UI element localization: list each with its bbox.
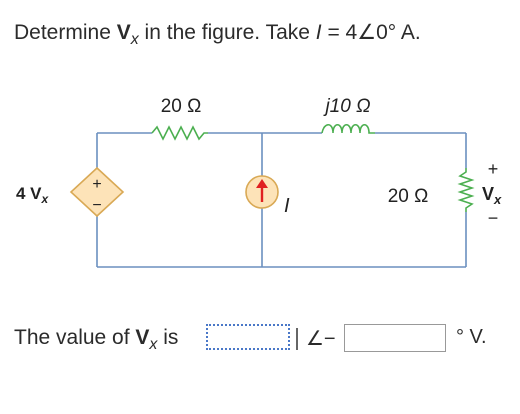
dependent-voltage-source [69,166,125,218]
vx-minus: − [488,208,499,228]
arrow-up-icon [256,179,268,202]
unit-label: ° V. [456,326,487,348]
resistor-1 [151,125,208,141]
angle-symbol: ∠− [306,328,336,350]
dep-source-label: 4 Vx [16,184,50,206]
answer-vx-symbol: V [135,326,150,349]
current-symbol: I [315,21,322,44]
question-prefix: Determine [14,21,117,44]
text-cursor [296,328,298,350]
question-middle: in the figure. Take [138,21,316,44]
dep-source-label-main: 4 V [16,184,42,203]
question-text: Determine Vx in the figure. Take I = 4∠0… [14,20,421,49]
vx-label-main: V [482,184,494,204]
vx-label: Vx [482,184,502,207]
inductor-label: j10 Ω [322,96,370,117]
resistor-1-label: 20 Ω [161,96,202,117]
answer-vx-subscript: x [149,336,158,353]
answer-label: The value of Vx is [14,326,178,354]
vx-symbol: V [116,21,131,44]
vx-subscript: x [130,31,139,48]
dep-source-label-sub: x [41,192,50,206]
vx-label-sub: x [493,192,502,207]
magnitude-input[interactable] [206,324,290,350]
answer-suffix: is [157,326,179,349]
resistor-2-label: 20 Ω [388,186,429,207]
question-equals: = 4∠0° A. [321,21,421,44]
dep-source-plus: + [92,176,101,193]
circuit-wires [96,132,467,268]
inductor [321,123,375,134]
dep-source-minus: − [92,197,101,214]
answer-prefix: The value of [14,326,136,349]
resistor-2 [457,168,475,212]
angle-input[interactable] [344,324,446,352]
current-label: I [284,195,290,217]
vx-plus: + [488,159,499,179]
